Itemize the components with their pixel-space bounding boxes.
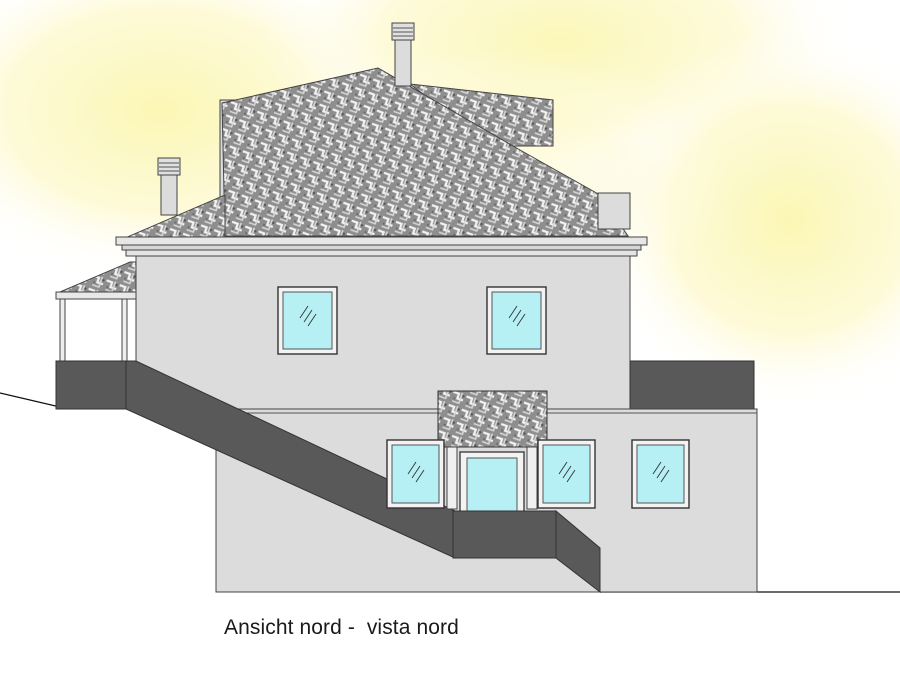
upper-roof xyxy=(219,67,631,241)
window-icon xyxy=(631,439,690,509)
upper-floor-wall xyxy=(135,255,631,412)
porch-roof xyxy=(55,261,137,362)
door-icon xyxy=(446,446,538,513)
window-icon xyxy=(386,439,445,509)
chimney-icon xyxy=(391,22,415,87)
entrance-parapet xyxy=(452,509,601,594)
left-plinth xyxy=(55,360,127,410)
drawing-caption: Ansicht nord - vista nord xyxy=(224,616,459,639)
window-icon xyxy=(537,439,596,509)
entrance-canopy xyxy=(437,390,548,448)
terrace-parapet xyxy=(629,360,755,410)
window-icon xyxy=(486,286,547,355)
chimney-icon xyxy=(157,157,181,216)
window-icon xyxy=(277,286,338,355)
